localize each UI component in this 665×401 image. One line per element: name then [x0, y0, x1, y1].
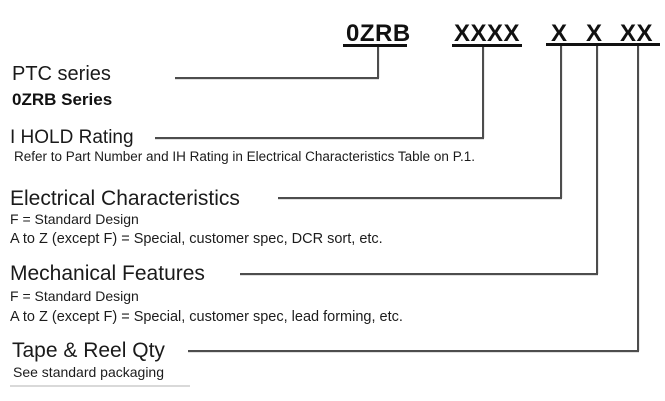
connector-vertical-mechanical [596, 46, 598, 274]
section-title-electrical-characteristics: Electrical Characteristics [10, 187, 240, 210]
section-line-mechanical-standard: F = Standard Design [10, 288, 139, 304]
part-number-segment-ihold: XXXX [454, 20, 521, 47]
part-number-segment-electrical: X [551, 20, 568, 47]
connector-horizontal-tapereel [188, 350, 639, 352]
section-title-ptc-series: PTC series [12, 63, 111, 85]
section-title-ihold-rating: I HOLD Rating [10, 127, 134, 148]
connector-vertical-electrical [560, 46, 562, 198]
section-line-electrical-special: A to Z (except F) = Special, customer sp… [10, 231, 383, 247]
connector-vertical-ihold [482, 47, 484, 138]
part-number-segment-tapereel: XX [620, 20, 654, 47]
underline-ihold [452, 44, 522, 47]
connector-vertical-tapereel [637, 46, 639, 351]
connector-horizontal-ihold [155, 137, 484, 139]
section-line-0zrb-series: 0ZRB Series [12, 90, 113, 109]
section-line-ihold-refer: Refer to Part Number and IH Rating in El… [14, 149, 475, 164]
connector-horizontal-mechanical [240, 273, 598, 275]
connector-horizontal-series [175, 77, 379, 79]
connector-vertical-series [377, 47, 379, 78]
scan-artifact-line [10, 385, 190, 387]
section-title-tape-reel-qty: Tape & Reel Qty [12, 339, 165, 362]
section-title-mechanical-features: Mechanical Features [10, 262, 205, 285]
part-number-segment-mechanical: X [586, 20, 603, 47]
section-line-electrical-standard: F = Standard Design [10, 211, 139, 227]
section-line-mechanical-special: A to Z (except F) = Special, customer sp… [10, 309, 403, 325]
underline-series [343, 44, 407, 47]
underline-suffix-group [546, 43, 660, 46]
section-line-tape-reel-packaging: See standard packaging [13, 364, 164, 380]
part-number-segment-series: 0ZRB [346, 20, 411, 47]
connector-horizontal-electrical [278, 197, 562, 199]
